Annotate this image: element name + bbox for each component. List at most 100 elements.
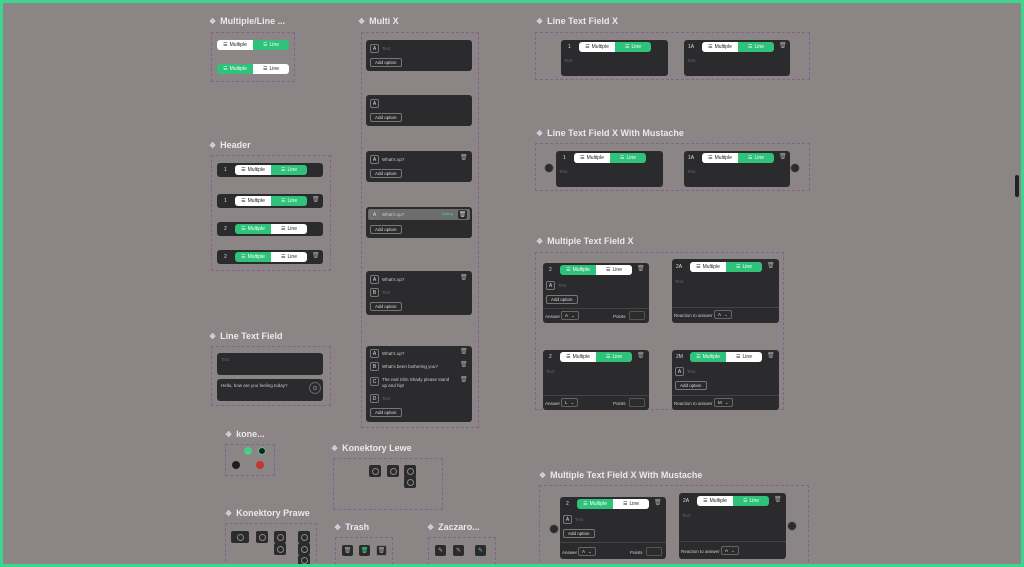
add-option-button[interactable]: Add option <box>370 169 402 178</box>
add-option-button[interactable]: Add option <box>370 225 402 234</box>
toggle-multiple-line[interactable]: ☰Multiple ☰Line <box>697 496 769 506</box>
toggle-multiple-line[interactable]: ☰Multiple ☰Line <box>702 153 774 163</box>
connector-icon[interactable] <box>298 555 310 564</box>
trash-icon[interactable]: 🗑 <box>767 353 775 359</box>
toggle-multiple-line[interactable]: ☰Multiple ☰Line <box>574 153 646 163</box>
connector-icon[interactable] <box>256 531 268 543</box>
toggle-multiple-line[interactable]: ☰Multiple ☰Line <box>702 42 774 52</box>
multi-x-card-editing[interactable]: A What's up? Editing 🗑 Add option <box>366 207 472 238</box>
mtfx-card[interactable]: 2M ☰Multiple ☰Line 🗑 A Text Add option R… <box>672 350 779 410</box>
answer-select[interactable]: L⌄ <box>561 398 579 407</box>
section-title-klewe[interactable]: ❖Konektory Lewe <box>331 443 412 453</box>
multi-x-card[interactable]: A What's up? 🗑 Add option <box>366 151 472 182</box>
header-card[interactable]: 1 ☰Multiple ☰Line 🗑 <box>217 194 323 208</box>
trash-icon[interactable]: 🗑 <box>637 266 645 272</box>
connector-icon[interactable] <box>369 465 381 477</box>
toggle-multiple-line[interactable]: ☰Multiple ☰Line <box>217 64 289 74</box>
ltfxm-card[interactable]: 1 ☰Multiple ☰Line Text <box>556 151 663 187</box>
trash-icon[interactable]: 🗑 <box>637 353 645 359</box>
connector-icon[interactable] <box>549 524 559 534</box>
trash-icon[interactable]: 🗑 <box>774 497 782 503</box>
trash-icon[interactable]: 🗑 <box>460 377 468 383</box>
trash-icon[interactable]: 🗑 <box>312 253 320 259</box>
section-title-ltfx[interactable]: ❖Line Text Field X <box>536 16 619 26</box>
ltfxm-card[interactable]: 1A ☰Multiple ☰Line 🗑 Text <box>684 151 790 187</box>
add-option-button[interactable]: Add option <box>370 408 402 417</box>
add-option-button[interactable]: Add option <box>370 58 402 67</box>
pencil-icon[interactable]: ✎ <box>435 545 446 556</box>
trash-icon[interactable]: 🗑 <box>654 500 662 506</box>
header-card[interactable]: 1 ☰Multiple ☰Line <box>217 163 323 177</box>
toggle-multiple-line[interactable]: ☰Multiple ☰Line <box>690 352 762 362</box>
connector-icon[interactable] <box>404 476 416 488</box>
toggle-multiple-line[interactable]: ☰Multiple ☰Line <box>235 224 307 234</box>
trash-icon[interactable]: 🗑 <box>342 545 353 556</box>
connector-icon[interactable] <box>298 543 310 555</box>
trash-icon[interactable]: 🗑 <box>460 349 468 355</box>
trash-icon[interactable]: 🗑 <box>460 155 468 161</box>
line-text-field[interactable]: Text <box>217 353 323 375</box>
pencil-icon[interactable]: ✎ <box>453 545 464 556</box>
send-icon[interactable]: ⊙ <box>309 382 321 394</box>
section-title-header[interactable]: ❖Header <box>209 140 251 150</box>
ltfx-card[interactable]: 1 ☰Multiple ☰Line Text <box>561 40 668 76</box>
connector-dot-green[interactable] <box>244 447 252 455</box>
connector-icon[interactable] <box>387 465 399 477</box>
add-option-button[interactable]: Add option <box>675 381 707 390</box>
vertical-scrollbar[interactable] <box>1015 175 1019 197</box>
toggle-multiple-option[interactable]: ☰Multiple <box>217 64 253 74</box>
section-title-mtfxm[interactable]: ❖Multiple Text Field X With Mustache <box>539 470 703 480</box>
connector-dot-red[interactable] <box>256 461 264 469</box>
section-title-multiline[interactable]: ❖Multiple/Line ... <box>209 16 286 26</box>
mtfx-card[interactable]: 2A ☰Multiple ☰Line 🗑 Text Reaction to an… <box>672 259 779 323</box>
trash-icon[interactable]: 🗑 <box>460 362 468 368</box>
trash-icon[interactable]: 🗑 <box>376 545 387 556</box>
toggle-line-option[interactable]: ☰Line <box>253 40 289 50</box>
points-input[interactable] <box>629 398 645 407</box>
connector-icon[interactable] <box>787 521 797 531</box>
header-card[interactable]: 2 ☰Multiple ☰Line 🗑 <box>217 250 323 264</box>
reaction-select[interactable]: M⌄ <box>714 398 733 407</box>
trash-icon[interactable]: 🗑 <box>779 154 787 160</box>
mtfxm-card[interactable]: 2 ☰Multiple ☰Line 🗑 A Text Add option An… <box>560 497 666 559</box>
multi-x-card[interactable]: A Text Add option <box>366 40 472 71</box>
trash-icon[interactable]: 🗑 <box>458 210 467 219</box>
section-title-ltfxm[interactable]: ❖Line Text Field X With Mustache <box>536 128 684 138</box>
line-text-field-filled[interactable]: Hello, how are you feeling today? ⊙ <box>217 379 323 401</box>
section-title-ltf[interactable]: ❖Line Text Field <box>209 331 283 341</box>
add-option-button[interactable]: Add option <box>546 295 578 304</box>
ltfx-card[interactable]: 1A ☰Multiple ☰Line 🗑 Text <box>684 40 790 76</box>
section-title-kone[interactable]: ❖kone... <box>225 429 265 439</box>
header-card[interactable]: 2 ☰Multiple ☰Line <box>217 222 323 236</box>
multi-x-card[interactable]: A What's up? 🗑 B What's been bothering y… <box>366 346 472 422</box>
points-input[interactable] <box>629 311 645 320</box>
multi-x-card[interactable]: A Add option <box>366 95 472 126</box>
editing-row[interactable] <box>368 209 470 220</box>
mtfx-card[interactable]: 2 ☰Multiple ☰Line 🗑 A Text Add option An… <box>543 263 649 323</box>
toggle-multiple-line[interactable]: ☰Multiple ☰Line <box>235 165 307 175</box>
connector-dot-outline[interactable] <box>258 447 266 455</box>
toggle-multiple-option[interactable]: ☰Multiple <box>217 40 253 50</box>
multi-x-card[interactable]: A What's up? 🗑 B Text Add option <box>366 271 472 315</box>
trash-icon[interactable]: 🗑 <box>312 197 320 203</box>
toggle-multiple-line[interactable]: ☰Multiple ☰Line <box>235 252 307 262</box>
section-title-zaczaro[interactable]: ❖Zaczaro... <box>427 522 480 532</box>
trash-icon[interactable]: 🗑 <box>460 275 468 281</box>
reaction-select[interactable]: A⌄ <box>714 310 732 319</box>
connector-icon[interactable] <box>274 531 286 543</box>
toggle-multiple-line[interactable]: ☰Multiple ☰Line <box>577 499 649 509</box>
trash-icon[interactable]: 🗑 <box>767 263 775 269</box>
mtfx-card[interactable]: 2 ☰Multiple ☰Line 🗑 Text Answer L⌄ Point… <box>543 350 649 410</box>
toggle-multiple-line[interactable]: ☰Multiple ☰Line <box>579 42 651 52</box>
toggle-multiple-line[interactable]: ☰Multiple ☰Line <box>560 352 632 362</box>
toggle-multiple-line[interactable]: ☰Multiple ☰Line <box>560 265 632 275</box>
add-option-button[interactable]: Add option <box>370 302 402 311</box>
add-option-button[interactable]: Add option <box>370 113 402 122</box>
reaction-select[interactable]: A⌄ <box>721 546 739 555</box>
add-option-button[interactable]: Add option <box>563 529 595 538</box>
trash-icon[interactable]: 🗑 <box>779 43 787 49</box>
connector-icon[interactable] <box>231 531 249 543</box>
answer-select[interactable]: A⌄ <box>578 547 596 556</box>
toggle-multiple-line[interactable]: ☰Multiple ☰Line <box>217 40 289 50</box>
